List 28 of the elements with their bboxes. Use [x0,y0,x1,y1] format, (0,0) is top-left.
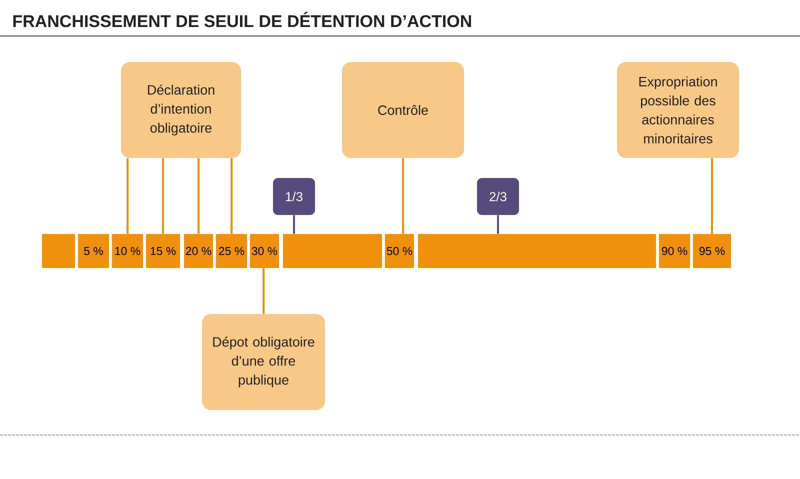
percent-segment: 25 % [216,234,247,268]
connector [711,158,713,234]
percent-segment: 20 % [184,234,213,268]
percent-segment: 15 % [146,234,180,268]
percent-segment: 5 % [78,234,109,268]
ratio-tag: 2/3 [477,178,519,215]
bar-segment [418,234,656,268]
percent-segment: 50 % [385,234,414,268]
bar-segment [42,234,75,268]
callout-box: Dépot obligatoire d’une offre publique [202,314,325,410]
connector [402,158,404,234]
callout-box: Déclaration d’intention obligatoire [121,62,241,158]
connector [126,158,128,234]
ratio-tag: 1/3 [273,178,315,215]
connector [262,268,264,314]
connector [198,158,200,234]
connector [293,215,295,234]
connector [162,158,164,234]
callout-box: Contrôle [342,62,464,158]
percent-segment: 30 % [250,234,279,268]
connector [497,215,499,234]
percent-segment: 90 % [659,234,690,268]
percent-segment: 95 % [693,234,731,268]
title: FRANCHISSEMENT DE SEUIL DE DÉTENTION D’ACTION [13,12,472,28]
percent-segment: 10 % [112,234,143,268]
callout-box: Expropriation possible des actionnaires minoritaires [617,62,739,158]
bar-segment [283,234,382,268]
connector [230,158,232,234]
